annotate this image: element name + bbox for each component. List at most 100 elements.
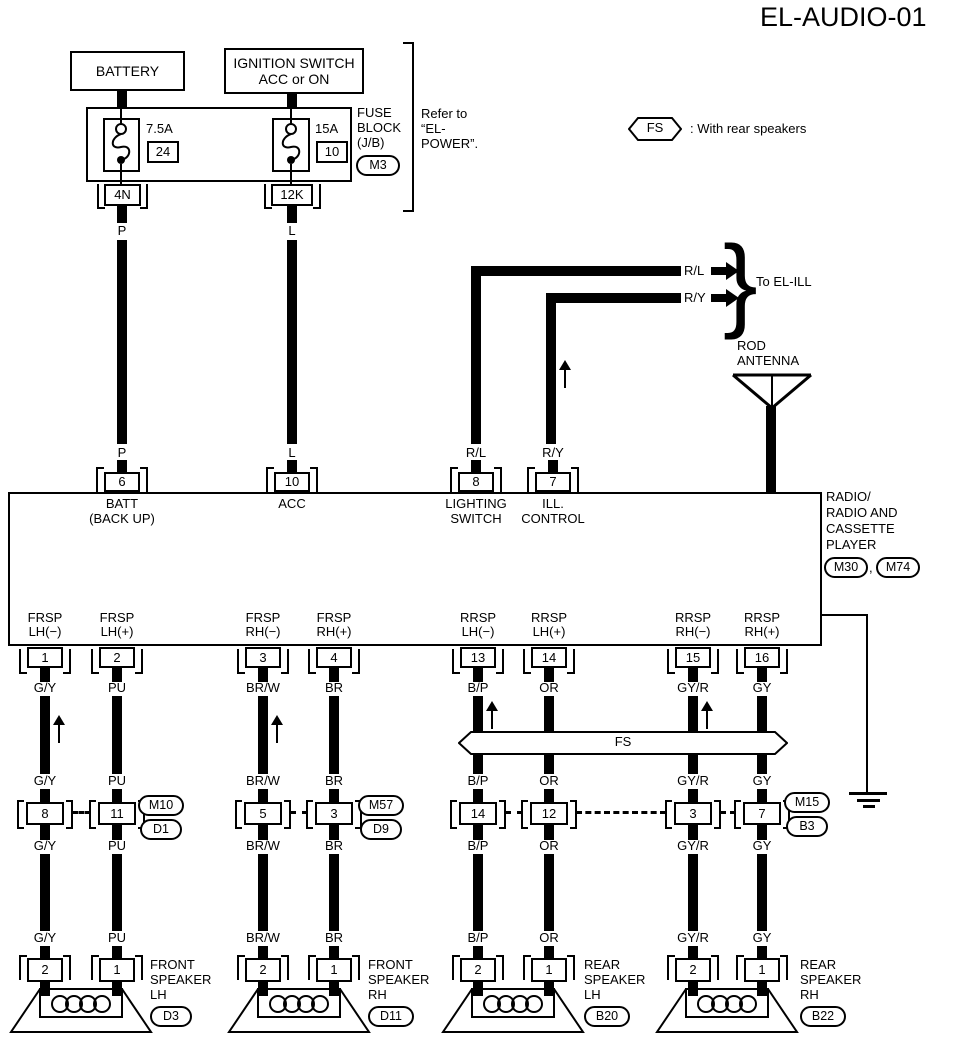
col-color-label: OR bbox=[539, 680, 559, 695]
refer-note-3: POWER”. bbox=[421, 136, 479, 151]
col-wire bbox=[329, 696, 339, 774]
ignition-line1: IGNITION SWITCH bbox=[233, 55, 355, 71]
radio-pin-ill: R/Y 7 ILL. CONTROL bbox=[519, 440, 587, 535]
col-color-label: B/P bbox=[467, 773, 489, 788]
col-color-label: PU bbox=[107, 680, 127, 695]
fuse1-icon bbox=[111, 120, 131, 170]
col-pin-label1: RRSP bbox=[459, 610, 497, 625]
ground-icon-bar3 bbox=[863, 805, 875, 808]
mid-bracket-right bbox=[66, 800, 73, 829]
col-wire bbox=[40, 946, 50, 960]
spk-bracket-right bbox=[711, 955, 719, 980]
col-wire bbox=[473, 789, 483, 803]
connector-4n-bracket-right bbox=[140, 184, 148, 209]
col-wire bbox=[757, 825, 767, 840]
ignition-feed-wire bbox=[287, 92, 297, 109]
mid-bracket-left bbox=[17, 800, 24, 829]
mid-bracket-left bbox=[89, 800, 96, 829]
radio-unit-box bbox=[8, 492, 822, 646]
spk-pin-box: 2 bbox=[27, 958, 63, 982]
col-wire bbox=[40, 825, 50, 840]
speaker-icon bbox=[224, 985, 374, 1037]
col-wire bbox=[473, 668, 483, 682]
col-pin-bracket-right bbox=[135, 649, 143, 674]
refer-note-2: “EL- bbox=[421, 121, 446, 136]
el-ill-brace: } bbox=[723, 225, 758, 341]
speaker-name-2: SPEAKER bbox=[584, 972, 646, 987]
col-color-label: OR bbox=[539, 930, 559, 945]
speaker-name-1: FRONT bbox=[368, 957, 413, 972]
fuse-block-name-2: BLOCK bbox=[357, 120, 402, 135]
col-color-label: G/Y bbox=[33, 930, 57, 945]
col-color-label: B/P bbox=[467, 680, 489, 695]
dashed-link bbox=[505, 811, 523, 814]
fuse-block-name-3: (J/B) bbox=[357, 135, 385, 150]
radio-name-4: PLAYER bbox=[826, 537, 877, 552]
mid-bracket-left bbox=[521, 800, 528, 829]
col-wire bbox=[688, 668, 698, 682]
connector-4n: 4N bbox=[104, 184, 141, 206]
col-color-label: G/Y bbox=[33, 773, 57, 788]
col-wire bbox=[112, 825, 122, 840]
col-pin-bracket-right bbox=[496, 649, 504, 674]
col-wire bbox=[757, 946, 767, 960]
dashed-link bbox=[720, 811, 736, 814]
antenna-label-2: ANTENNA bbox=[737, 353, 800, 368]
col-wire bbox=[112, 789, 122, 803]
pin6-function-2: (BACK UP) bbox=[89, 511, 155, 526]
ground-icon bbox=[849, 792, 887, 795]
col-pin-bracket-right bbox=[711, 649, 719, 674]
col-pin-label1: RRSP bbox=[530, 610, 568, 625]
col-pin-label1: FRSP bbox=[27, 610, 63, 625]
col-pin-bracket-left bbox=[736, 649, 744, 674]
connector-b3: B3 bbox=[786, 816, 828, 837]
up-arrow-icon bbox=[701, 701, 713, 729]
connector-m3: M3 bbox=[356, 155, 400, 176]
speaker-name-3: LH bbox=[584, 987, 601, 1002]
col-color-label: BR bbox=[324, 773, 344, 788]
col-wire bbox=[258, 825, 268, 840]
speaker-name-2: SPEAKER bbox=[800, 972, 862, 987]
col-wire bbox=[544, 946, 554, 960]
col-wire bbox=[688, 789, 698, 803]
col-color-label: B/P bbox=[467, 930, 489, 945]
column-frsp-rh-plus: FRSP RH(+) 4 BR BR 3 BR BR 1 bbox=[300, 605, 368, 1005]
speaker-icon bbox=[6, 985, 156, 1037]
column-frsp-rh-minus: FRSP RH(−) 3 BR/W BR/W 5 BR/W BR/W 2 bbox=[229, 605, 297, 1005]
spk-bracket-right bbox=[281, 955, 289, 980]
mid-bracket-right bbox=[284, 800, 291, 829]
pin8-wire-label: R/L bbox=[465, 445, 487, 460]
fs-option-banner: FS bbox=[458, 731, 788, 755]
col-pin-bracket-right bbox=[352, 649, 360, 674]
ground-icon-bar2 bbox=[857, 799, 880, 802]
col-color-label: GY bbox=[752, 773, 772, 788]
spk-bracket-left bbox=[308, 955, 316, 980]
col-wire bbox=[473, 825, 483, 840]
speaker-name-1: REAR bbox=[800, 957, 837, 972]
fs-option-symbol: FS bbox=[646, 120, 664, 135]
fuse2-symbol-box bbox=[272, 118, 310, 172]
spk-bracket-left bbox=[736, 955, 744, 980]
spk-bracket-right bbox=[63, 955, 71, 980]
mid-bracket-left bbox=[235, 800, 242, 829]
wire-l-stub bbox=[287, 205, 297, 223]
col-wire bbox=[329, 825, 339, 840]
dashed-link bbox=[290, 811, 308, 814]
col-wire bbox=[544, 825, 554, 840]
ignition-line2: ACC or ON bbox=[258, 71, 330, 87]
mid-bracket-left bbox=[734, 800, 741, 829]
mid-pin-box: 8 bbox=[26, 802, 64, 825]
refer-note-1: Refer to bbox=[421, 106, 468, 121]
up-arrow-icon bbox=[53, 715, 65, 743]
spk-bracket-right bbox=[352, 955, 360, 980]
spk-bracket-right bbox=[496, 955, 504, 980]
col-wire bbox=[258, 946, 268, 960]
mid-pin-box: 12 bbox=[530, 802, 568, 825]
pin8-stub bbox=[471, 460, 481, 474]
connector-b20: B20 bbox=[584, 1006, 630, 1027]
spk-bracket-right bbox=[780, 955, 788, 980]
col-color-label: BR/W bbox=[246, 838, 280, 853]
ry-arrow-icon bbox=[711, 289, 739, 307]
col-pin-bracket-left bbox=[91, 649, 99, 674]
wire-p-label-top: P bbox=[117, 223, 127, 238]
